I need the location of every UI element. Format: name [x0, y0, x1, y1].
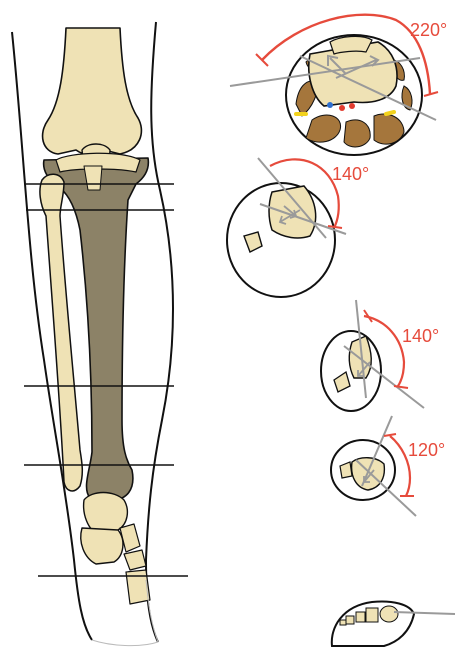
angle-tick: [394, 386, 408, 388]
nerve: [386, 112, 394, 114]
angle-label-upper-leg: 140°: [332, 164, 369, 184]
vein: [339, 105, 345, 111]
femur: [43, 28, 142, 155]
metatarsal-section: [356, 612, 365, 622]
knee-cross-section-icon: 220°: [230, 15, 447, 155]
patella-section: [330, 36, 372, 54]
artery: [327, 102, 333, 108]
muscle: [344, 120, 370, 147]
upper-leg-cross-section-icon: 140°: [227, 158, 369, 297]
lower-leg-cross-section-icon: 120°: [331, 416, 445, 516]
cuboid: [124, 550, 146, 570]
angle-label-lower-leg: 120°: [408, 440, 445, 460]
leg-front-view: [12, 22, 173, 646]
mid-leg-cross-section-icon: 140°: [321, 300, 439, 411]
metatarsal-section: [340, 620, 346, 625]
calcaneus: [81, 528, 123, 564]
foot-cross-section-icon: [332, 602, 455, 647]
angle-tick: [384, 434, 396, 436]
angle-label-knee: 220°: [410, 20, 447, 40]
nerve: [349, 103, 355, 109]
fibula: [40, 174, 82, 491]
metatarsal-section: [366, 608, 378, 622]
angle-label-mid-leg: 140°: [402, 326, 439, 346]
metatarsal-section: [346, 616, 354, 624]
metatarsal-section: [380, 606, 398, 622]
